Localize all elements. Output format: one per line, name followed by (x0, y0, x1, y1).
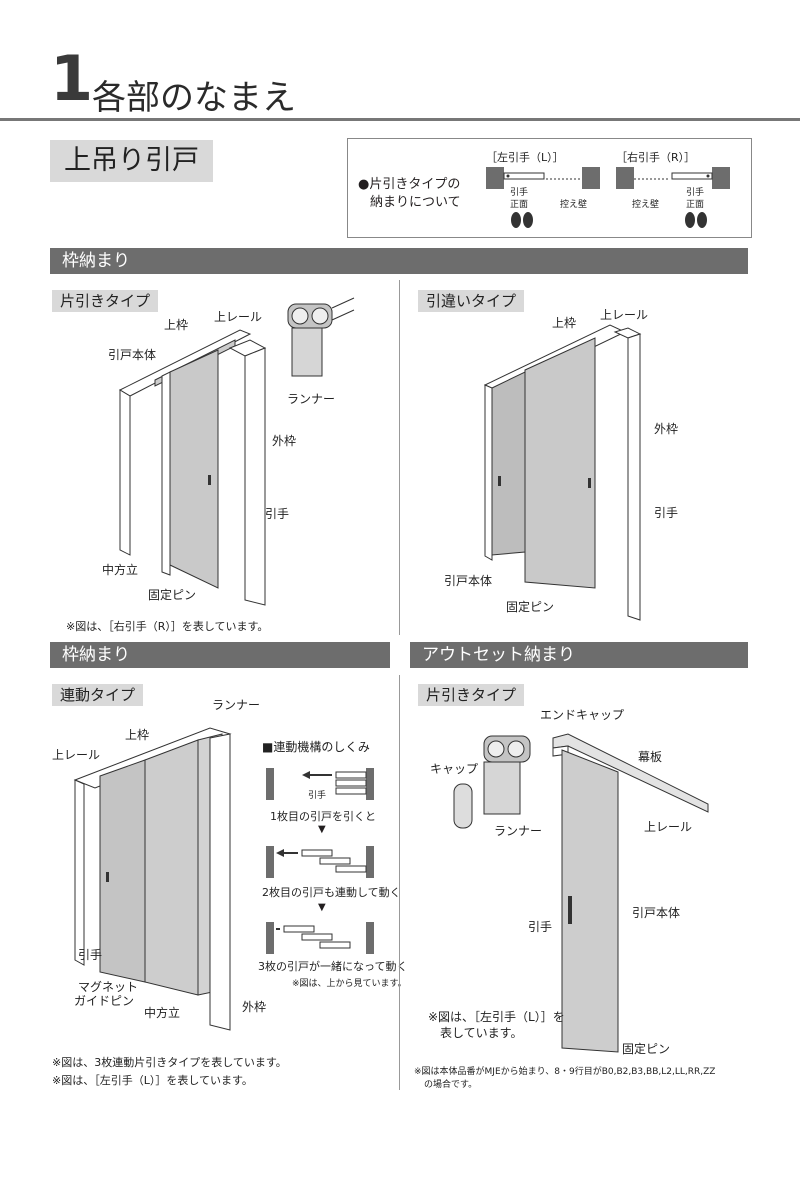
runner-part-icon (287, 297, 355, 377)
legend-left-wall: 控え壁 (560, 200, 588, 210)
s1-right-top-rail: 上レール (600, 308, 649, 322)
s2-left-outer-frame: 外枠 (242, 1000, 267, 1014)
feet-icon (685, 212, 707, 228)
s2-right-tag: 片引きタイプ (418, 684, 525, 706)
legend-left-front: 正面 (510, 200, 529, 210)
s2-left-top-rail: 上レール (52, 748, 101, 762)
legend-right-front: 正面 (686, 200, 705, 210)
title-rule (0, 118, 800, 121)
legend-right-wall: 控え壁 (632, 200, 660, 210)
s2-left-magnet-2: ガイドピン (74, 994, 135, 1008)
s2-left-top-frame: 上枠 (125, 728, 150, 742)
divider (399, 280, 400, 635)
legend-bullet-line1: ●片引きタイプの (358, 177, 461, 192)
page-title: 各部のなまえ (92, 78, 296, 118)
mechanism-step3: 3枚の引戸が一緒になって動く (258, 960, 408, 973)
s1-left-handle: 引手 (265, 507, 290, 521)
legend-left-heading: ［左引手（L）］ (486, 151, 564, 164)
s2-right-cap: キャップ (430, 762, 479, 776)
legend-left-handle: 引手 (510, 188, 529, 198)
section1-band: 枠納まり (50, 248, 748, 274)
s1-left-top-frame: 上枠 (164, 318, 189, 332)
s2-right-top-rail: 上レール (644, 820, 693, 834)
mechanism-step2: 2枚目の引戸も連動して動く (262, 886, 401, 899)
mechanism-step3-diagram (266, 922, 374, 954)
s1-left-top-rail: 上レール (214, 310, 263, 324)
mechanism-heading: ■連動機構のしくみ (262, 740, 370, 754)
s2-right-runner: ランナー (494, 824, 543, 838)
s2-right-band: アウトセット納まり (410, 642, 748, 668)
mechanism-step1-handle: 引手 (308, 791, 327, 801)
s2-right-end-cap: エンドキャップ (540, 708, 625, 722)
s1-right-fixed-pin: 固定ピン (506, 600, 555, 614)
s2-left-note2: ※図は、［左引手（L）］を表しています。 (52, 1074, 253, 1087)
s2-right-note-line1: ※図は、［左引手（L）］を (428, 1010, 565, 1024)
chapter-number: 1 (50, 42, 94, 115)
s2-right-footnote2: の場合です。 (424, 1080, 478, 1090)
mechanism-step1: 1枚目の引戸を引くと (270, 810, 376, 823)
s1-left-note: ※図は、［右引手（R）］を表しています。 (66, 620, 269, 633)
s1-right-drawing (483, 324, 642, 621)
s1-left-outer-frame: 外枠 (272, 434, 297, 448)
s2-right-drawing (552, 733, 709, 1053)
s2-left-tag: 連動タイプ (52, 684, 144, 706)
section-subtitle: 上吊り引戸 (50, 140, 213, 182)
mechanism-step1-diagram (266, 768, 374, 800)
legend-right-handle: 引手 (686, 188, 705, 198)
s2-right-valance: 幕板 (638, 750, 663, 764)
mechanism-view-note: ※図は、上から見ています。 (292, 979, 407, 989)
cap-icon (453, 783, 473, 829)
legend-box: ［左引手（L）］ ［右引手（R）］ ●片引きタイプの 納まりについて 引手 正面… (347, 138, 752, 238)
s2-left-handle: 引手 (78, 948, 103, 962)
legend-right-heading: ［右引手（R）］ (616, 151, 696, 164)
s2-right-note-line2: 表しています。 (440, 1026, 523, 1040)
s2-right-fixed-pin: 固定ピン (622, 1042, 671, 1056)
outset-runner-icon (483, 735, 531, 815)
s2-left-center-post: 中方立 (144, 1006, 181, 1020)
s2-left-runner: ランナー (212, 698, 261, 712)
s2-right-door-body: 引戸本体 (632, 906, 681, 920)
s2-right-handle: 引手 (528, 920, 553, 934)
s1-right-handle: 引手 (654, 506, 679, 520)
s1-left-door-body: 引戸本体 (108, 348, 157, 362)
s1-right-outer-frame: 外枠 (654, 422, 679, 436)
s1-right-top-frame: 上枠 (552, 316, 577, 330)
down-arrow-icon: ▼ (318, 902, 326, 913)
legend-right-diagram (616, 167, 730, 189)
legend-bullet-line2: 納まりについて (370, 195, 461, 210)
s1-left-tag: 片引きタイプ (52, 290, 159, 312)
s1-left-fixed-pin: 固定ピン (148, 588, 197, 602)
s1-right-door-body: 引戸本体 (444, 574, 493, 588)
s2-left-drawing (73, 727, 232, 1031)
s1-right-tag: 引違いタイプ (418, 290, 525, 312)
divider (399, 675, 400, 1090)
s2-right-footnote1: ※図は本体品番がMJEから始まり、8・9行目がB0,B2,B3,BB,L2,LL… (414, 1067, 716, 1077)
mechanism-step2-diagram (266, 846, 374, 878)
s2-left-band: 枠納まり (50, 642, 390, 668)
legend-left-diagram (486, 167, 600, 189)
feet-icon (511, 212, 533, 228)
s1-left-runner: ランナー (287, 392, 336, 406)
s2-left-magnet-1: マグネット (78, 980, 139, 994)
s1-left-drawing (118, 329, 267, 606)
down-arrow-icon: ▼ (318, 824, 326, 835)
s2-left-note1: ※図は、3枚連動片引きタイプを表しています。 (52, 1056, 287, 1069)
s1-left-center-post: 中方立 (102, 563, 139, 577)
